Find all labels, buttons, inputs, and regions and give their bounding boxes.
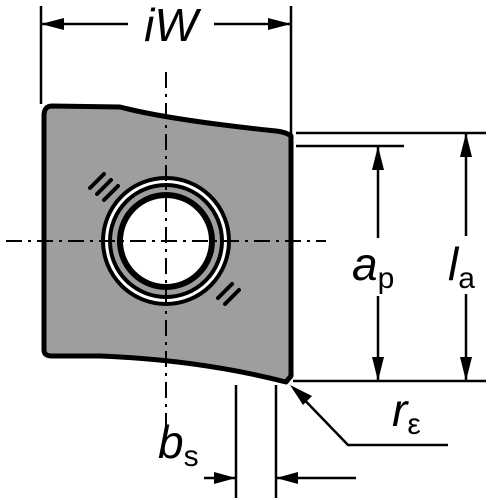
- la-label-bg: [446, 236, 498, 294]
- r-epsilon-leader: [290, 385, 448, 447]
- iw-label: iW: [144, 0, 202, 51]
- ap-label: ap: [352, 238, 394, 295]
- groove-marks-lower: [216, 282, 241, 306]
- iw-label-bg: [128, 4, 214, 46]
- la-label: la: [448, 238, 475, 295]
- bs-label: bs: [158, 416, 199, 473]
- groove-marks-upper: [88, 172, 120, 202]
- ap-label-bg: [352, 238, 414, 296]
- r-epsilon-label: rε: [392, 384, 421, 441]
- bs-dimension: [204, 385, 356, 498]
